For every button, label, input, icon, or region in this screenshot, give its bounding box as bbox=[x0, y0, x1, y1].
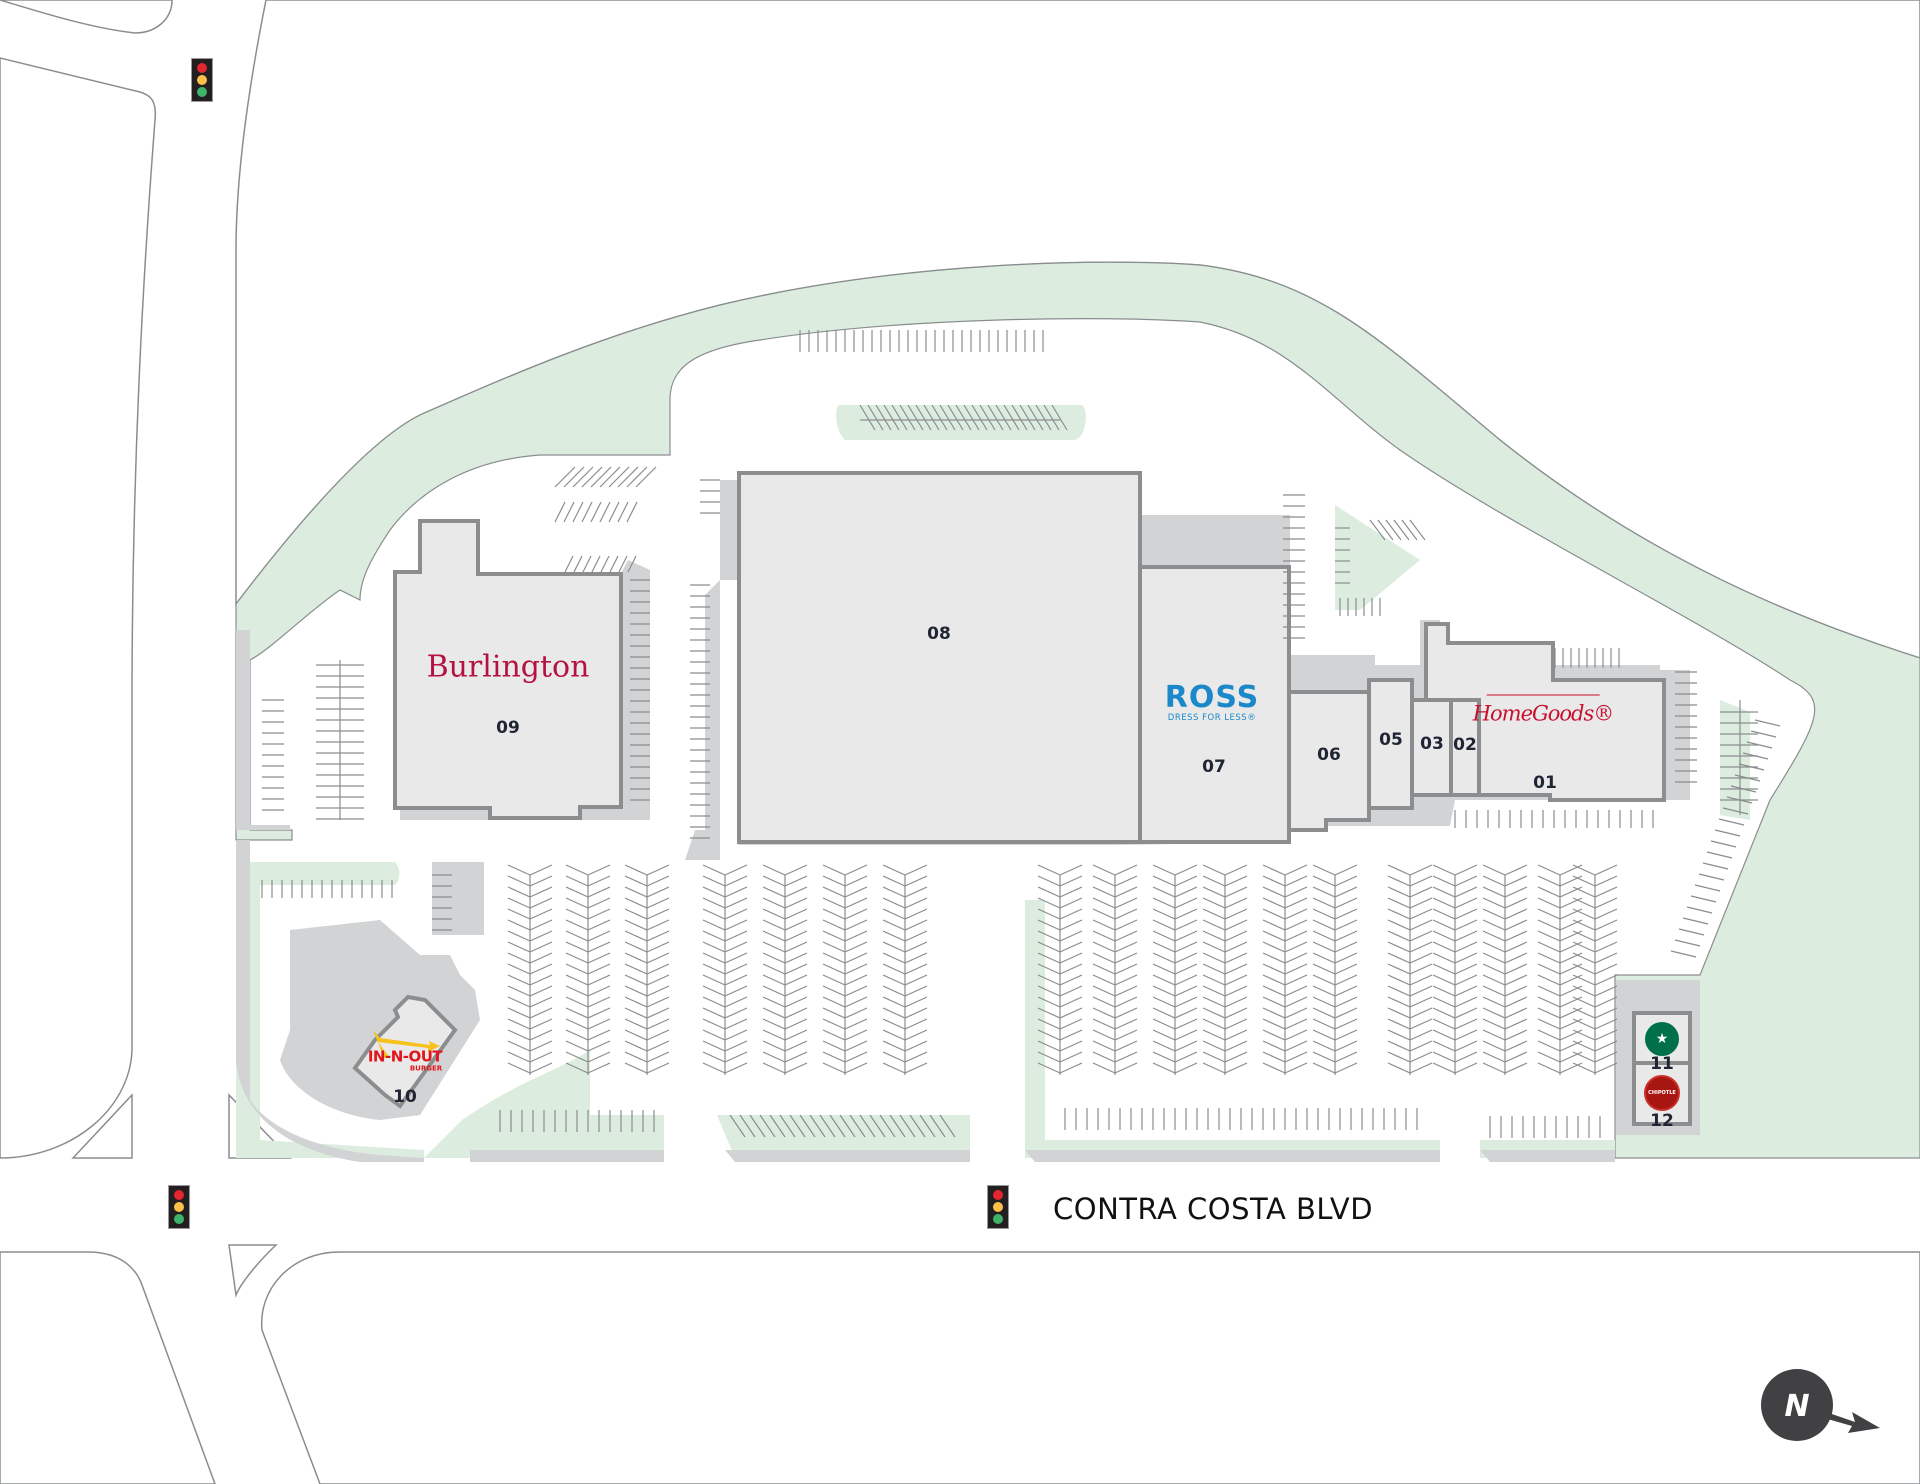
unit-label-02: 02 bbox=[1453, 735, 1477, 755]
unit-label-01: 01 bbox=[1533, 773, 1557, 793]
unit-label-12: 12 bbox=[1650, 1111, 1674, 1131]
innout-logo: IN-N-OUT BURGER bbox=[367, 1047, 443, 1073]
unit-label-05: 05 bbox=[1379, 730, 1403, 750]
chipotle-pepper-icon: CHIPOTLE bbox=[1644, 1075, 1680, 1111]
homegoods-roof-icon bbox=[1486, 694, 1600, 704]
building-09 bbox=[393, 519, 623, 820]
homegoods-logo: HomeGoods® bbox=[1472, 694, 1615, 726]
burlington-logo-text: Burlington bbox=[426, 649, 590, 685]
street-label: CONTRA COSTA BLVD bbox=[1053, 1192, 1374, 1226]
burlington-logo: Burlington bbox=[427, 650, 590, 685]
chipotle-glyph: CHIPOTLE bbox=[1648, 1090, 1676, 1096]
unit-label-09: 09 bbox=[496, 718, 520, 738]
unit-label-07: 07 bbox=[1202, 757, 1226, 777]
traffic-light-icon bbox=[987, 1185, 1009, 1229]
building-05 bbox=[1367, 678, 1414, 810]
unit-label-10: 10 bbox=[393, 1087, 417, 1107]
ross-logo-tagline: DRESS FOR LESS® bbox=[1167, 713, 1257, 723]
building-01 bbox=[1424, 622, 1666, 802]
compass-label: N bbox=[1784, 1389, 1809, 1424]
ross-logo: ROSS DRESS FOR LESS® bbox=[1164, 680, 1260, 724]
traffic-light-icon bbox=[168, 1185, 190, 1229]
starbucks-siren-icon: ★ bbox=[1645, 1022, 1679, 1056]
starbucks-glyph: ★ bbox=[1655, 1031, 1669, 1047]
ross-logo-main: ROSS bbox=[1164, 680, 1260, 715]
innout-arrow-icon bbox=[373, 1030, 440, 1058]
homegoods-logo-text: HomeGoods® bbox=[1472, 701, 1615, 726]
innout-logo-main: IN-N-OUT bbox=[367, 1047, 443, 1066]
unit-label-08: 08 bbox=[927, 624, 951, 644]
building-10 bbox=[352, 994, 458, 1109]
building-07 bbox=[1138, 565, 1291, 844]
unit-label-06: 06 bbox=[1317, 745, 1341, 765]
unit-label-11: 11 bbox=[1650, 1054, 1674, 1074]
landscape bbox=[235, 261, 1920, 1159]
unit-label-03: 03 bbox=[1420, 734, 1444, 754]
north-compass-icon: N bbox=[1761, 1369, 1880, 1441]
building-08 bbox=[737, 471, 1142, 844]
traffic-light-icon bbox=[191, 58, 213, 102]
parking-stalls bbox=[261, 330, 1781, 1138]
innout-logo-sub: BURGER bbox=[409, 1064, 443, 1073]
chipotle-logo: CHIPOTLE bbox=[1644, 1075, 1680, 1111]
starbucks-logo: ★ bbox=[1645, 1022, 1679, 1056]
